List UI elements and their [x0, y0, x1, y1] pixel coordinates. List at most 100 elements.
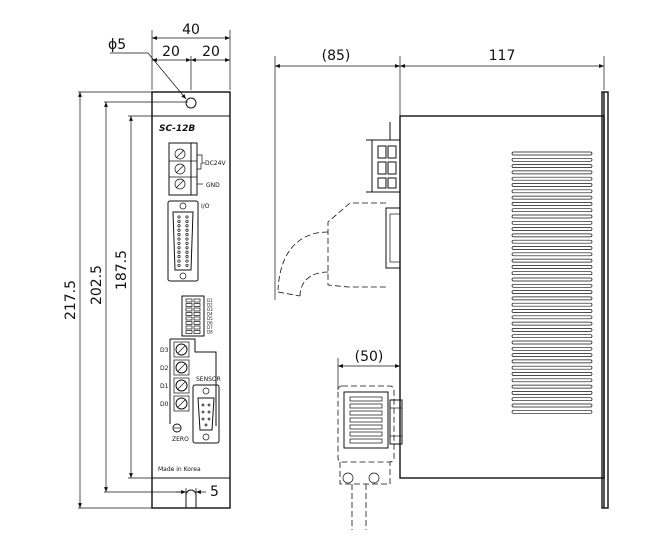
io-pin — [185, 228, 189, 232]
vent-slot — [511, 403, 593, 408]
sensor-pin-row — [349, 424, 383, 430]
dip-switch-label: D2 — [207, 303, 213, 308]
dim-cable-clearance: (85) — [322, 48, 351, 64]
vent-slot — [511, 271, 593, 276]
vent-slot — [511, 397, 593, 402]
vent-slot — [511, 258, 593, 263]
io-pin — [185, 233, 189, 237]
dip-switch-toggle — [185, 303, 193, 307]
vent-slot — [511, 372, 593, 376]
dip-switch-toggle — [185, 307, 193, 312]
vent-slot — [511, 195, 593, 200]
pot-slot — [177, 345, 186, 354]
pot-label: D0 — [160, 401, 169, 408]
dip-switch-slot — [193, 316, 201, 321]
vent-slot — [511, 302, 593, 307]
vent-slot — [511, 233, 593, 238]
vent-slot — [511, 391, 593, 395]
pot-housing — [173, 395, 190, 412]
io-pin — [185, 250, 189, 254]
io-pin — [177, 263, 181, 267]
model-name: SC-12B — [159, 124, 195, 134]
vent-slot — [511, 202, 593, 206]
io-pin — [185, 241, 189, 245]
io-pin — [177, 255, 181, 259]
dip-switch-label: D6 — [207, 321, 213, 326]
dip-switch-slot — [193, 312, 201, 316]
dim-slot-width: 5 — [210, 484, 219, 500]
sensor-pin-row — [349, 438, 383, 444]
zero-label: ZERO — [172, 436, 189, 443]
dip-switch-label: D4 — [207, 312, 213, 317]
potentiometer — [175, 343, 188, 356]
dip-switch-slot — [193, 325, 201, 330]
io-pin — [177, 259, 181, 263]
vent-slot — [511, 265, 593, 269]
dip-switch-toggle — [185, 316, 193, 321]
terminal-block-side — [366, 122, 401, 193]
dim-connector-clearance: (50) — [355, 349, 384, 365]
vent-slot — [511, 220, 593, 225]
vent-slot — [511, 328, 593, 332]
dip-switch-label: D7 — [207, 325, 213, 330]
mount-slot — [185, 489, 197, 508]
sensor-label: SENSOR — [196, 376, 221, 383]
dim-width-right: 20 — [202, 44, 220, 60]
io-pin — [177, 215, 181, 219]
io-pin — [177, 246, 181, 250]
dim-height-mid: 202.5 — [89, 265, 105, 305]
pot-slot — [177, 381, 186, 390]
dip-switch-label: D8 — [207, 330, 213, 335]
ventilation-slots — [511, 151, 593, 414]
dim-height-inner: 187.5 — [114, 250, 130, 290]
vent-slot — [511, 353, 593, 357]
io-connector — [167, 200, 199, 282]
io-pin — [185, 263, 189, 267]
io-pin — [185, 259, 189, 263]
vent-slot — [511, 384, 593, 389]
io-pin — [185, 246, 189, 250]
io-label: I/O — [201, 203, 210, 210]
power-terminal-block — [168, 142, 205, 196]
made-in-label: Made in Korea — [158, 466, 201, 473]
pot-housing — [173, 341, 190, 358]
potentiometer — [175, 361, 188, 374]
dip-switch-label: D1 — [207, 298, 213, 303]
rear-flange — [601, 91, 609, 509]
dim-width-left: 20 — [162, 44, 180, 60]
io-cable-dashed — [277, 202, 386, 297]
dip-switch-label: D5 — [207, 316, 213, 321]
pot-slot — [177, 399, 186, 408]
vent-slot — [511, 309, 593, 313]
potentiometer — [175, 397, 188, 410]
dip-switch-toggle — [185, 321, 193, 325]
io-pin — [185, 237, 189, 241]
sensor-connector-side — [337, 358, 403, 530]
vent-slot — [511, 359, 593, 364]
side-view: (85) 117 — [274, 48, 609, 530]
vent-slot — [511, 409, 593, 414]
vent-slot — [511, 214, 593, 219]
leader-hole — [110, 52, 187, 100]
io-pin — [177, 228, 181, 232]
vent-slot — [511, 277, 593, 282]
pot-slot — [177, 363, 186, 372]
dip-switch-label: D3 — [207, 307, 213, 312]
vent-slot — [511, 164, 593, 168]
io-pin — [177, 241, 181, 245]
dip-switch-slot — [193, 307, 201, 312]
pot-label: D1 — [160, 383, 169, 390]
sensor-pin-row — [349, 417, 383, 423]
dip-switch — [181, 295, 205, 337]
vent-slot — [511, 315, 593, 320]
vent-slot — [511, 183, 593, 187]
vent-slot — [511, 157, 593, 162]
dim-depth: 117 — [489, 48, 516, 64]
pot-label: D2 — [160, 365, 169, 372]
vent-slot — [511, 239, 593, 244]
mount-hole — [185, 97, 197, 109]
vent-slot — [511, 170, 593, 175]
